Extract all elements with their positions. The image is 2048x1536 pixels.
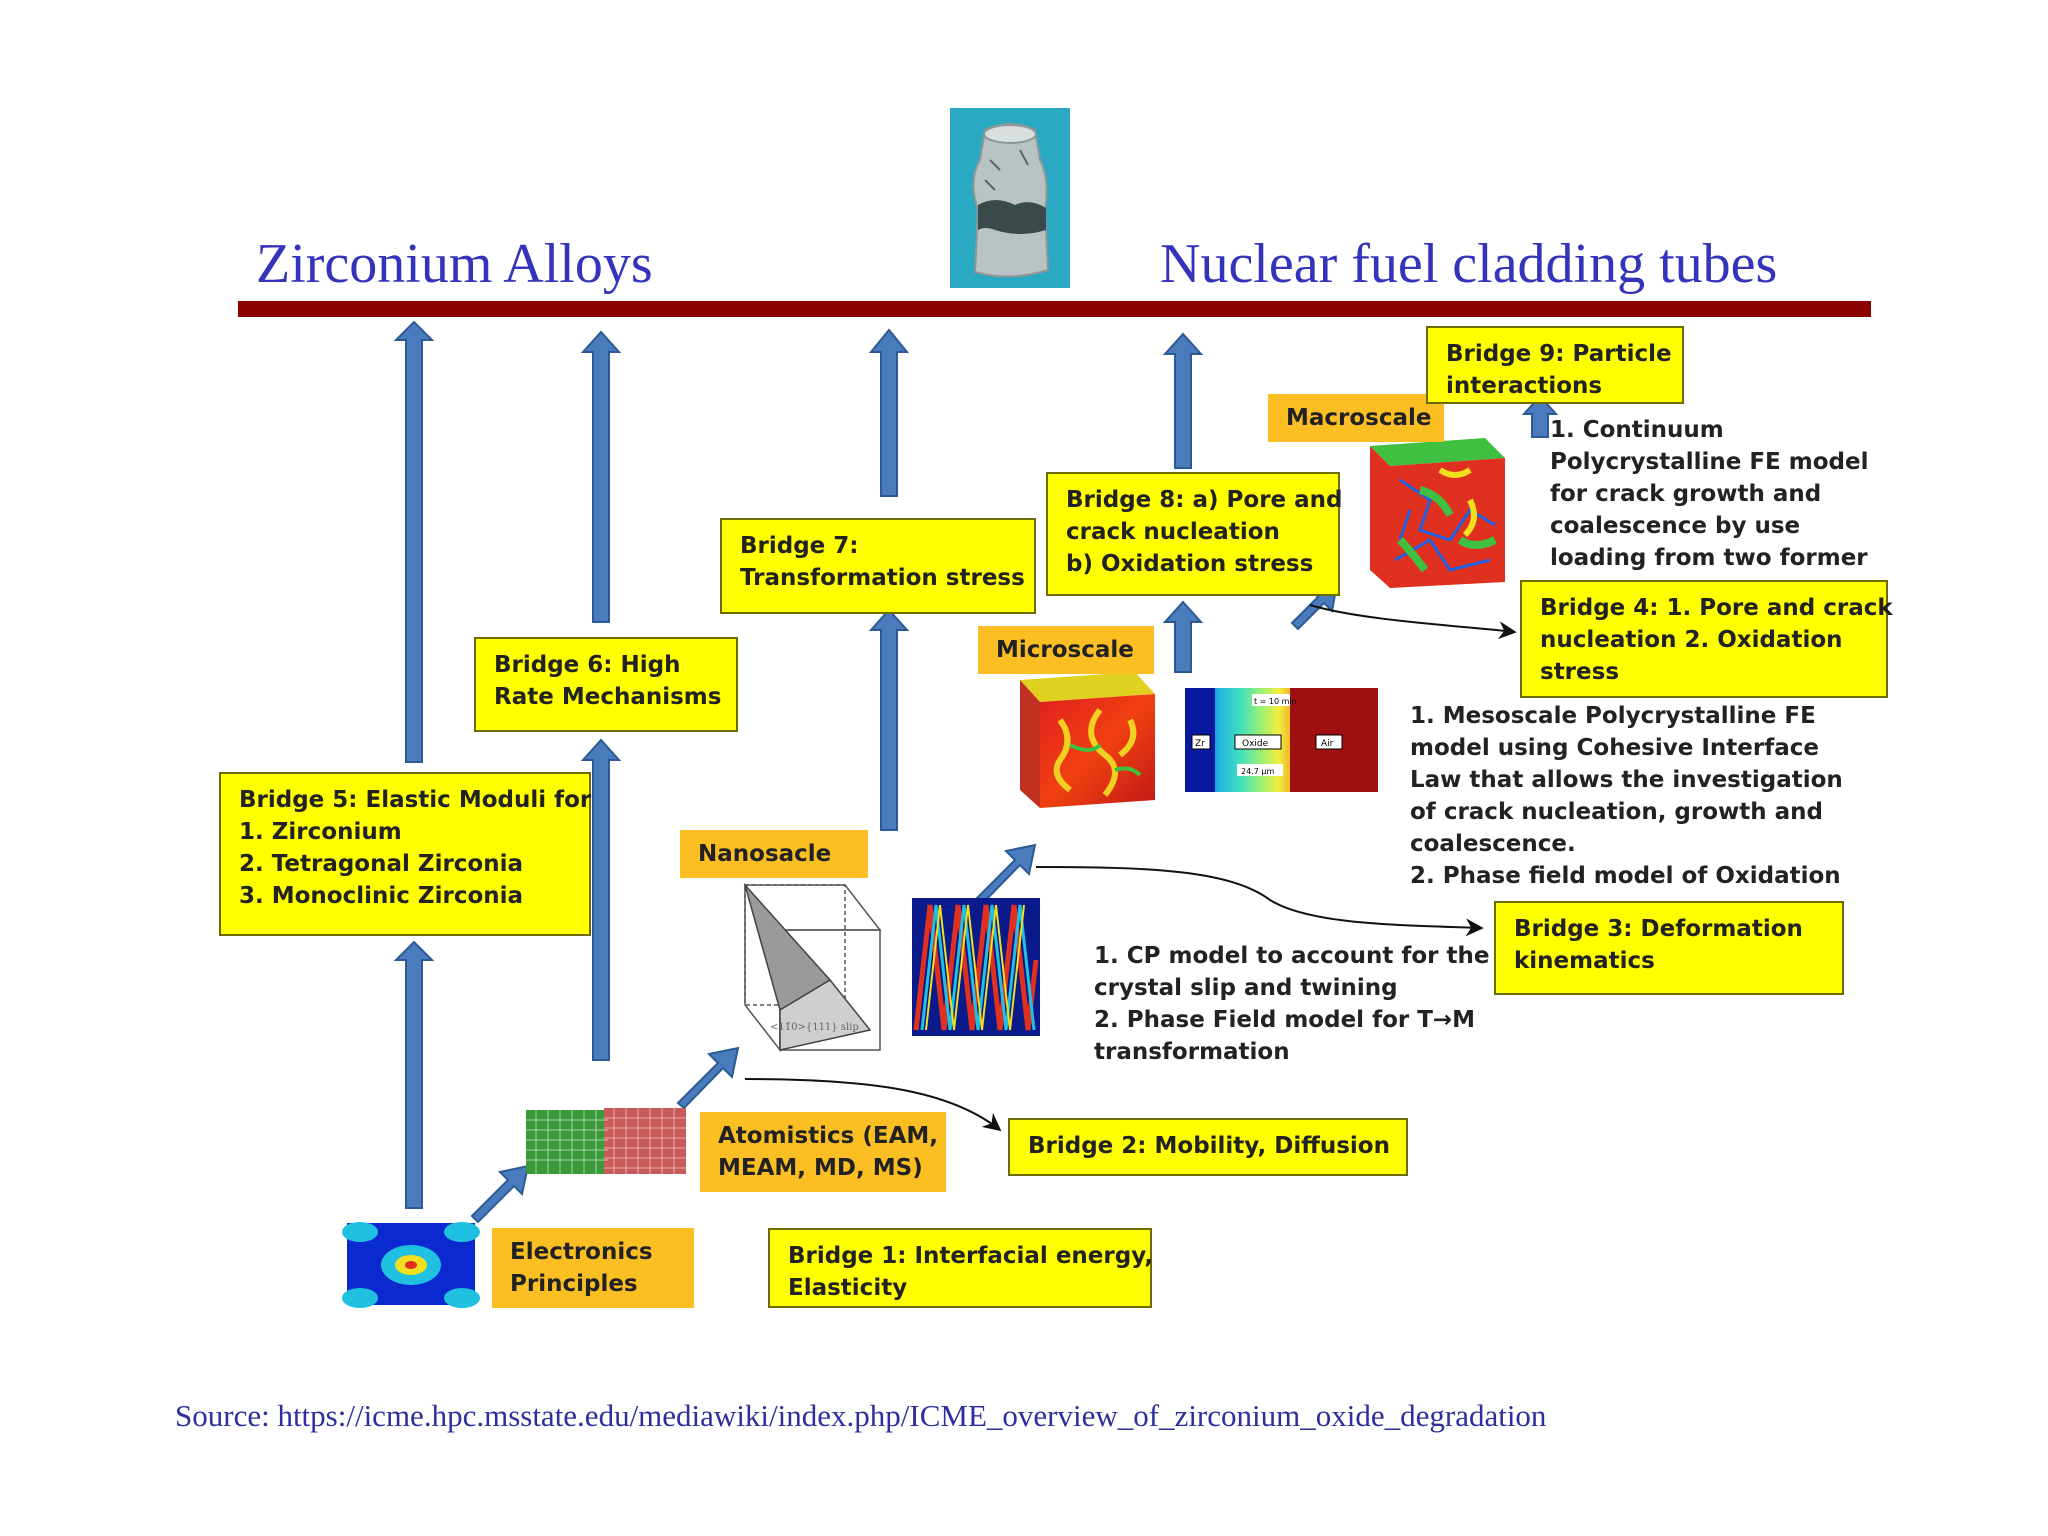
tag-electronics-principles: Electronics Principles [492, 1228, 694, 1308]
arrow-up-3b [868, 608, 910, 831]
arrow-up-1b [393, 940, 435, 1209]
tag-microscale: Microscale [978, 626, 1154, 674]
curved-arrows [744, 604, 1517, 1132]
arrow-up-4b [1162, 600, 1204, 673]
bridge-7-box: Bridge 7: Transformation stress [720, 518, 1036, 614]
note-cp-model: 1. CP model to account for the crystal s… [1094, 943, 1490, 1065]
arrow-diag-3 [973, 843, 1037, 907]
curve-to-bridge3 [1035, 866, 1484, 937]
top-bar [238, 301, 1871, 317]
microstructure-cube [1020, 672, 1155, 808]
curve-to-bridge2 [744, 1078, 1002, 1132]
arrow-up-5 [1521, 394, 1559, 438]
bridge-2-box: Bridge 2: Mobility, Diffusion [1008, 1118, 1408, 1176]
curve-to-bridge4 [1309, 604, 1517, 640]
bridge-6-box: Bridge 6: High Rate Mechanisms [474, 637, 738, 732]
arrow-up-1a [393, 320, 435, 763]
oxide-air-label: Air [1321, 739, 1334, 749]
arrow-up-2a [580, 330, 622, 623]
svg-text:<11̄0>{111} slip: <11̄0>{111} slip [770, 1022, 859, 1033]
oxide-zr-label: Zr [1195, 739, 1205, 749]
crystal-figure: <11̄0>{111} slip [743, 882, 882, 1053]
arrow-diag-2 [676, 1046, 740, 1110]
bridge-4-box: Bridge 4: 1. Pore and crack nucleation 2… [1520, 580, 1893, 698]
tag-atomistics: Atomistics (EAM, MEAM, MD, MS) [700, 1112, 946, 1192]
left-title: Zirconium Alloys [256, 233, 653, 295]
note-mesoscale-model: 1. Mesoscale Polycrystalline FE model us… [1410, 703, 1843, 889]
bridge-5-box: Bridge 5: Elastic Moduli for 1. Zirconiu… [219, 772, 591, 936]
arrow-up-3a [868, 328, 910, 497]
arrow-diag-1 [470, 1164, 530, 1224]
oxide-oxide-label: Oxide [1242, 739, 1269, 749]
cladding-tube-photo [950, 108, 1070, 288]
tag-nanoscale: Nanosacle [680, 830, 868, 878]
atomistic-figure [526, 1108, 686, 1174]
tag-macroscale: Macroscale [1268, 394, 1444, 442]
twinning-figure [912, 898, 1040, 1036]
note-continuum-model: 1. Continuum Polycrystalline FE model fo… [1550, 417, 1869, 571]
arrow-up-4a [1162, 332, 1204, 469]
bridge-9-box: Bridge 9: Particle interactions [1426, 326, 1684, 404]
bridge-3-box: Bridge 3: Deformation kinematics [1494, 901, 1844, 995]
bridge-1-box: Bridge 1: Interfacial energy, Elasticity [768, 1228, 1153, 1308]
oxide-time-label: t = 10 min [1254, 697, 1297, 706]
up-arrows [393, 320, 1559, 1209]
right-title: Nuclear fuel cladding tubes [1160, 233, 1778, 295]
macroscale-cube [1370, 438, 1505, 588]
electronics-figure [342, 1222, 480, 1308]
bridge-8-box: Bridge 8: a) Pore and crack nucleation b… [1046, 472, 1343, 596]
source-citation: Source: https://icme.hpc.msstate.edu/med… [175, 1398, 1547, 1433]
oxide-layer-figure: Zr Oxide Air t = 10 min 24.7 µm [1185, 688, 1378, 792]
arrow-up-2b [580, 738, 622, 1061]
oxide-thickness-label: 24.7 µm [1241, 767, 1274, 776]
